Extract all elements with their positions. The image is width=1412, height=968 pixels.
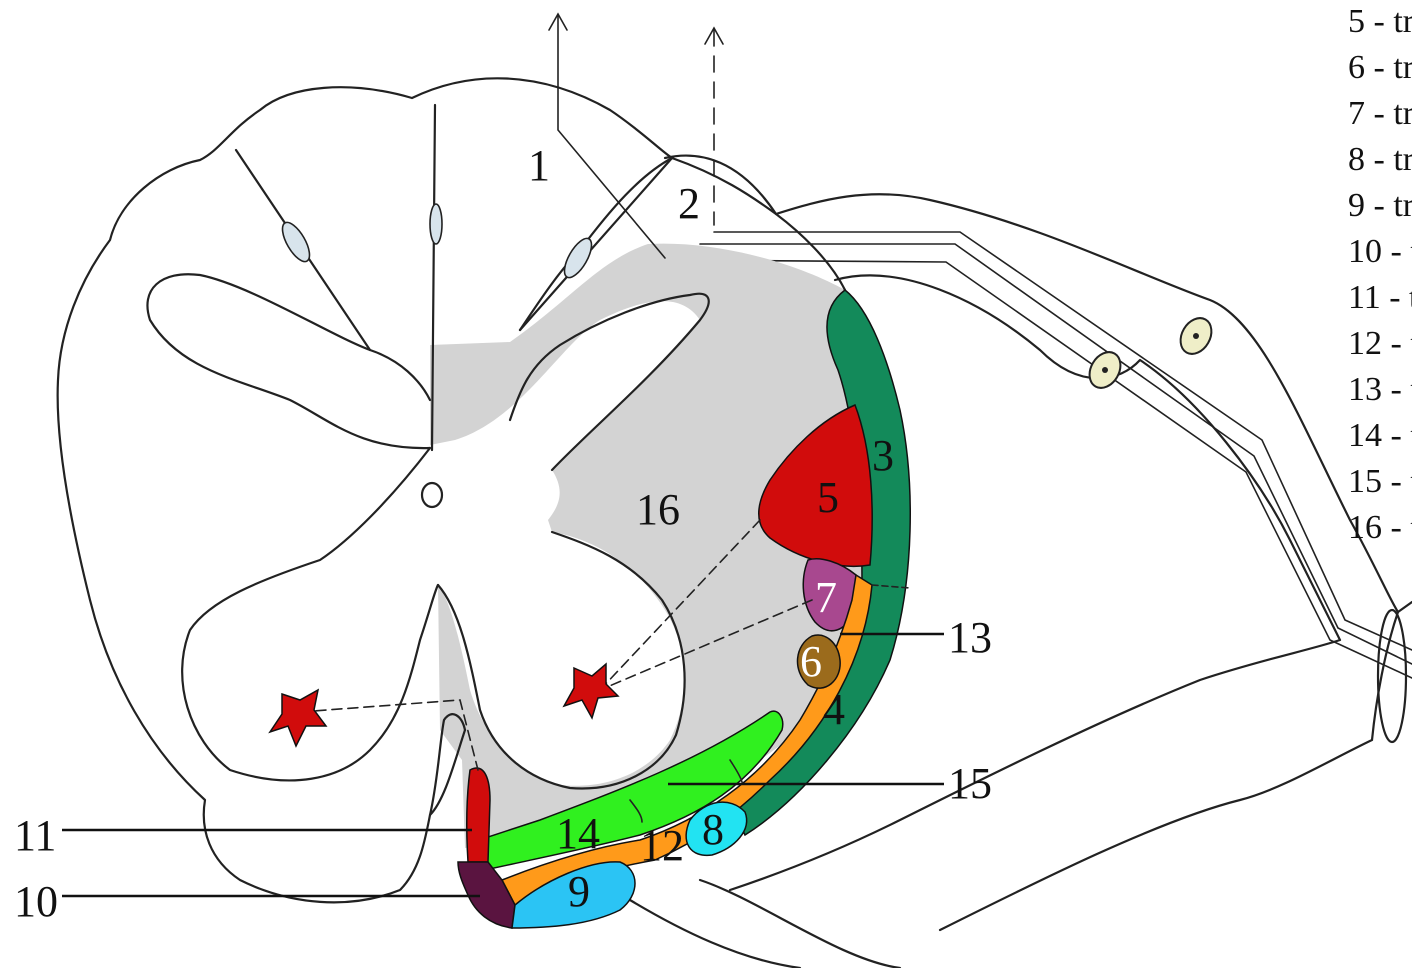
- spinal-nerve-lower-edge: [940, 612, 1398, 930]
- label-14: 14: [556, 809, 600, 858]
- legend-item: 14 - t: [1348, 417, 1412, 454]
- neuron-left: [270, 690, 326, 746]
- label-5: 5: [817, 473, 839, 522]
- label-6: 6: [800, 637, 822, 686]
- legend-item: 11 - t: [1348, 279, 1412, 316]
- legend-item: 7 - tr: [1348, 95, 1412, 132]
- legend-item: 9 - tr: [1348, 187, 1412, 224]
- legend-item: 13 - t: [1348, 371, 1412, 408]
- left-root-entry: [277, 218, 315, 265]
- right-root-entry: [559, 234, 597, 281]
- label-12: 12: [640, 821, 684, 870]
- label-11: 11: [14, 811, 56, 860]
- arrow-1-shaft: [558, 16, 665, 258]
- label-13: 13: [948, 613, 992, 662]
- septal-slit: [430, 204, 442, 244]
- central-canal: [422, 483, 442, 507]
- label-15: 15: [948, 759, 992, 808]
- legend-item: 8 - tr: [1348, 141, 1412, 178]
- label-8: 8: [702, 805, 724, 854]
- neuron-right: [564, 664, 618, 718]
- ganglion-cell-1-nucleus: [1193, 333, 1199, 339]
- legend-item: 10 - t: [1348, 233, 1412, 270]
- legend-item: 15 - t: [1348, 463, 1412, 500]
- label-16: 16: [636, 485, 680, 534]
- tract-11: [467, 768, 490, 862]
- ganglion-cell-2-nucleus: [1102, 367, 1108, 373]
- legend: 5 - tr 6 - tr 7 - tr 8 - tr 9 - tr 10 - …: [1348, 3, 1412, 546]
- legend-item: 5 - tr: [1348, 3, 1412, 40]
- label-2: 2: [678, 179, 700, 228]
- legend-item: 12 - t: [1348, 325, 1412, 362]
- label-7: 7: [815, 573, 837, 622]
- label-3: 3: [872, 431, 894, 480]
- label-10: 10: [14, 877, 58, 926]
- label-4: 4: [823, 685, 845, 734]
- legend-item: 16 - t: [1348, 509, 1412, 546]
- legend-item: 6 - tr: [1348, 49, 1412, 86]
- label-9: 9: [568, 867, 590, 916]
- label-1: 1: [528, 141, 550, 190]
